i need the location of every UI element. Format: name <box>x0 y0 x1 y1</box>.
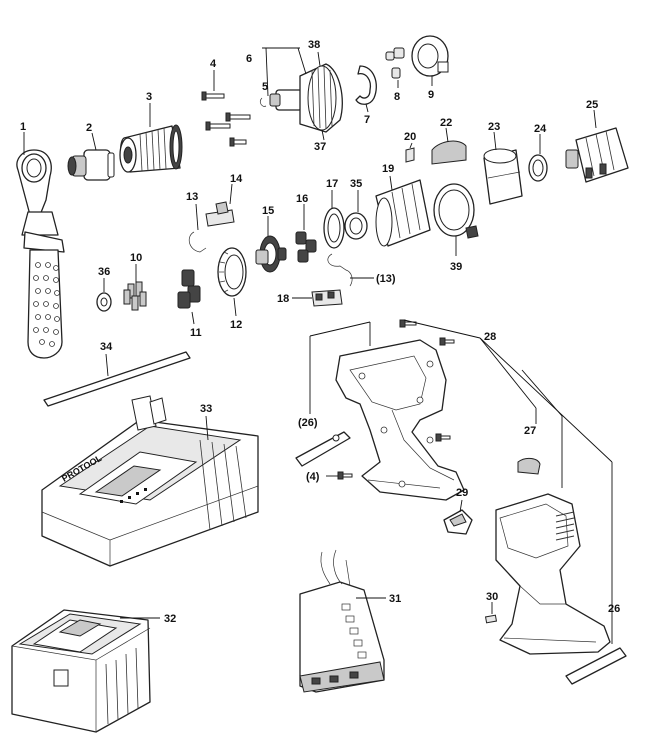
label-part-22: 22 <box>440 117 452 129</box>
part-charger: PROTOOL <box>41 395 259 567</box>
label-part-34: 34 <box>100 341 113 353</box>
part-retaining-clip <box>188 231 207 253</box>
part-small-tab <box>484 614 498 624</box>
label-part-16: 16 <box>296 193 308 205</box>
part-motor <box>565 127 629 183</box>
part-small-gears <box>295 231 317 263</box>
part-side-handle <box>16 149 65 359</box>
label-part-38: 38 <box>308 39 320 51</box>
part-half-shell <box>431 140 467 165</box>
label-part-26: 26 <box>608 603 620 615</box>
label-part-32: 32 <box>164 613 176 625</box>
label-part-29: 29 <box>456 487 468 499</box>
label-part-20: 20 <box>404 131 416 143</box>
label-part-1: 1 <box>20 121 26 133</box>
label-part-10: 10 <box>130 252 142 264</box>
part-planet-carrier <box>255 235 287 273</box>
part-contact-frame <box>299 549 385 693</box>
part-switch-button <box>443 509 473 535</box>
part-pin <box>260 97 267 107</box>
part-end-strip <box>565 647 627 685</box>
label-part-26-ref: (26) <box>298 417 318 429</box>
label-part-3: 3 <box>146 91 152 103</box>
label-part-27: 27 <box>524 425 536 437</box>
part-gearbox-front <box>269 63 343 133</box>
part-planet-gears <box>177 269 201 309</box>
label-part-33: 33 <box>200 403 212 415</box>
part-keyless-chuck <box>119 124 183 173</box>
part-clip-ring <box>355 65 377 105</box>
part-housing-shell-right <box>495 493 611 655</box>
part-mode-collar <box>411 35 449 77</box>
part-housing-screws <box>337 319 455 480</box>
label-part-25: 25 <box>586 99 598 111</box>
label-part-13: 13 <box>186 191 198 203</box>
part-bracket <box>205 201 235 227</box>
label-part-19: 19 <box>382 163 394 175</box>
part-motor-sleeve <box>483 148 523 205</box>
part-housing-insert <box>517 457 541 475</box>
part-battery-pack <box>11 609 151 733</box>
part-o-ring <box>344 212 368 240</box>
label-part-4: 4 <box>210 58 217 70</box>
label-part-6: 6 <box>246 53 252 65</box>
part-clutch-ring <box>433 183 479 239</box>
label-part-7: 7 <box>364 114 370 126</box>
part-gear-housing <box>375 179 431 247</box>
label-part-37: 37 <box>314 141 326 153</box>
label-part-9: 9 <box>428 89 434 101</box>
part-depth-rod <box>43 351 191 407</box>
part-ring-17 <box>323 207 345 249</box>
label-part-30: 30 <box>486 591 498 603</box>
part-washer-24 <box>528 154 548 182</box>
part-washer-36 <box>96 292 112 312</box>
label-part-11: 11 <box>190 327 202 339</box>
label-part-8: 8 <box>394 91 400 103</box>
label-part-18: 18 <box>277 293 289 305</box>
label-part-14: 14 <box>230 173 243 185</box>
label-part-24: 24 <box>534 123 547 135</box>
part-retaining-clip-lower <box>327 253 353 287</box>
label-part-17: 17 <box>326 178 338 190</box>
label-part-2: 2 <box>86 122 92 134</box>
label-part-28: 28 <box>484 331 496 343</box>
label-part-35: 35 <box>350 178 362 190</box>
part-belt-clip-ref <box>295 431 351 467</box>
part-switch-plate <box>311 289 343 307</box>
part-small-insert <box>405 147 415 163</box>
part-screws <box>201 91 251 147</box>
part-ring-gear <box>217 247 247 297</box>
label-part-23: 23 <box>488 121 500 133</box>
label-part-31: 31 <box>389 593 401 605</box>
part-small-detents <box>385 47 405 79</box>
label-part-36: 36 <box>98 266 110 278</box>
part-housing-shell-left <box>335 339 465 501</box>
label-part-4-ref: (4) <box>306 471 320 483</box>
label-part-39: 39 <box>450 261 462 273</box>
label-part-15: 15 <box>262 205 274 217</box>
part-planet-pins <box>123 281 147 311</box>
label-part-12: 12 <box>230 319 242 331</box>
label-part-13-ref: (13) <box>376 273 396 285</box>
label-part-5: 5 <box>262 81 268 93</box>
part-chuck-adapter <box>67 149 115 181</box>
